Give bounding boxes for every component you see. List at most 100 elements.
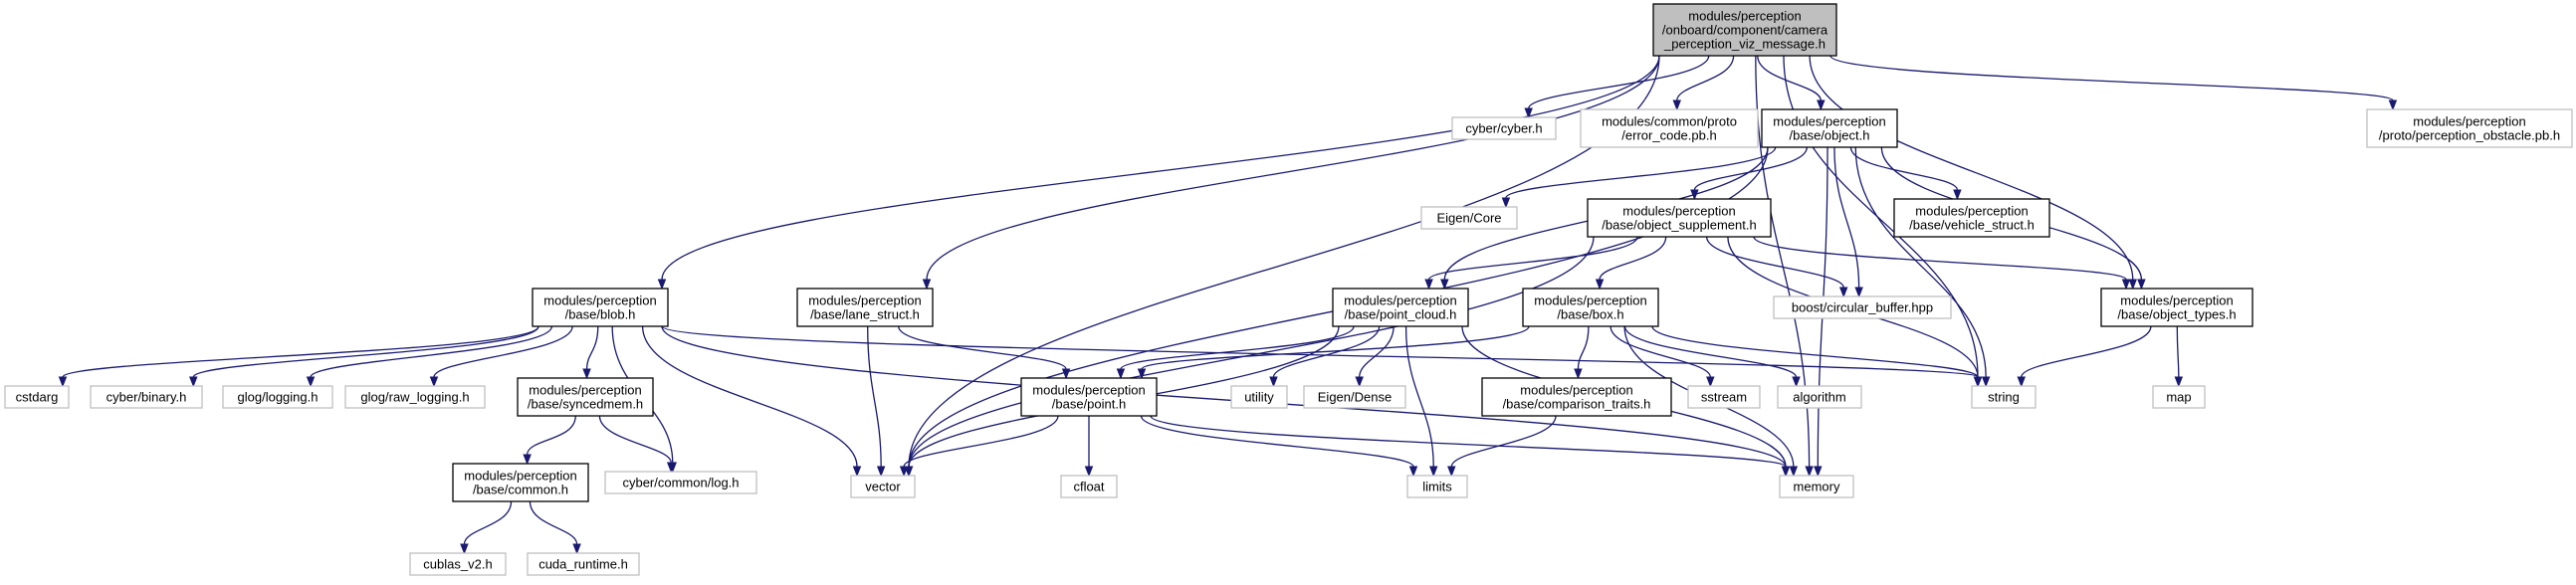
node-cstdarg: cstdarg	[4, 385, 70, 409]
node-label-line: modules/perception	[1773, 114, 1885, 129]
node-label-line: modules/perception	[1344, 293, 1456, 308]
edge-syncedmem-to-cyber-log	[598, 415, 676, 474]
edge-point-cloud-to-eigen-dense	[1355, 325, 1395, 388]
edge-line	[463, 500, 513, 545]
edge-point-cloud-to-limits	[1404, 325, 1438, 478]
edge-blob-h-to-glog-logging	[306, 325, 553, 388]
node-box	[1652, 3, 1837, 57]
edge-line	[903, 415, 1059, 468]
edge-arrowhead	[1061, 368, 1071, 380]
edge-object-supplement-to-box-h	[1595, 236, 1667, 291]
node-box	[1580, 108, 1759, 148]
node-object-types[interactable]: modules/perception/base/object_types.h	[2100, 288, 2254, 327]
node-label-line: modules/perception	[2120, 293, 2233, 308]
node-label-line: /base/syncedmem.h	[528, 397, 643, 412]
node-cyber-binary: cyber/binary.h	[90, 385, 203, 409]
edge-box-h-to-sstream	[1610, 325, 1715, 388]
node-root[interactable]: modules/perception/onboard/component/cam…	[1652, 3, 1837, 57]
node-box	[90, 385, 203, 409]
node-common-h[interactable]: modules/perception/base/common.h	[452, 463, 589, 502]
node-cuda-runtime: cuda_runtime.h	[527, 552, 640, 576]
node-label-line: /base/object_types.h	[2117, 307, 2236, 322]
node-object-h[interactable]: modules/perception/base/object.h	[1761, 108, 1898, 148]
node-label-line: /proto/perception_obstacle.pb.h	[2379, 128, 2560, 143]
edge-arrowhead	[572, 543, 581, 555]
edge-arrowhead	[1116, 368, 1126, 380]
edge-line	[585, 325, 599, 370]
edge-arrowhead	[899, 466, 909, 478]
edge-blob-h-to-syncedmem	[582, 325, 599, 380]
node-label-line: glog/logging.h	[238, 390, 319, 405]
edge-arrowhead	[1953, 189, 1962, 201]
node-vehicle-struct[interactable]: modules/perception/base/vehicle_struct.h	[1893, 198, 2050, 238]
edge-arrowhead	[2017, 376, 2026, 388]
edge-arrowhead	[1084, 466, 1094, 478]
edge-line	[1854, 146, 1987, 378]
edge-line	[1577, 325, 1590, 370]
node-point-h[interactable]: modules/perception/base/point.h	[1020, 377, 1158, 417]
node-utility: utility	[1230, 385, 1288, 409]
edge-arrowhead	[1854, 287, 1863, 298]
edge-arrowhead	[1981, 376, 1991, 388]
node-label-line: modules/perception	[464, 469, 576, 484]
edge-point-h-to-limits	[1140, 415, 1418, 478]
node-box	[2152, 385, 2206, 409]
edge-line	[1450, 415, 1557, 468]
node-label-line: sstream	[1701, 390, 1747, 405]
node-memory: memory	[1779, 475, 1854, 498]
node-syncedmem[interactable]: modules/perception/base/syncedmem.h	[517, 377, 654, 417]
edge-arrowhead	[189, 376, 198, 388]
node-comparison-traits[interactable]: modules/perception/base/comparison_trait…	[1481, 377, 1672, 417]
edge-line	[1141, 325, 1530, 370]
edge-arrowhead	[1805, 466, 1814, 478]
edge-lane-struct-to-point-h	[898, 325, 1071, 380]
node-box	[1773, 295, 1952, 319]
node-box	[1522, 288, 1659, 327]
node-box	[409, 552, 507, 576]
edge-line	[641, 325, 858, 468]
edge-line	[1809, 55, 2134, 281]
node-label-line: utility	[1244, 390, 1274, 405]
edge-arrowhead	[582, 368, 591, 380]
edge-root-to-object-h	[1757, 55, 1825, 111]
edge-syncedmem-to-common-h	[523, 415, 576, 466]
node-label-line: cstdarg	[16, 390, 59, 405]
edge-arrowhead	[876, 466, 886, 478]
edge-object-h-to-circular-buffer	[1833, 146, 1863, 298]
edge-line	[1705, 236, 1844, 289]
node-label-line: /base/blob.h	[565, 307, 636, 322]
node-label-line: vector	[865, 480, 901, 494]
node-point-cloud[interactable]: modules/perception/base/point_cloud.h	[1332, 288, 1469, 327]
node-object-supplement[interactable]: modules/perception/base/object_supplemen…	[1587, 198, 1772, 238]
node-label-line: /base/point.h	[1052, 397, 1126, 412]
edge-arrowhead	[1440, 279, 1449, 291]
edge-line	[192, 325, 539, 378]
node-vector: vector	[850, 475, 916, 498]
edge-line	[598, 415, 672, 464]
node-box-h[interactable]: modules/perception/base/box.h	[1522, 288, 1659, 327]
node-box	[1779, 475, 1854, 498]
node-blob-h[interactable]: modules/perception/base/blob.h	[532, 288, 669, 327]
edge-line	[1693, 146, 1808, 191]
edge-common-h-to-cuda-runtime	[529, 500, 581, 555]
node-box	[1420, 206, 1518, 230]
edge-line	[1528, 55, 1710, 109]
edge-blob-h-to-cstdarg	[58, 325, 539, 388]
node-sstream: sstream	[1687, 385, 1761, 409]
node-label-line: modules/perception	[529, 383, 641, 398]
edge-common-h-to-cublas	[460, 500, 513, 555]
node-label-line: Eigen/Dense	[1318, 390, 1392, 405]
edge-arrowhead	[666, 462, 676, 474]
node-box	[344, 385, 486, 409]
node-box	[1971, 385, 2037, 409]
node-box	[1230, 385, 1288, 409]
edge-root-to-blob-h	[657, 55, 1660, 291]
node-box	[1481, 377, 1672, 417]
edge-arrowhead	[1973, 376, 1983, 388]
edge-line	[2176, 325, 2180, 378]
edge-line	[1753, 236, 2127, 281]
edge-line	[1833, 146, 1860, 289]
node-lane-struct[interactable]: modules/perception/base/lane_struct.h	[796, 288, 934, 327]
edges-layer	[58, 55, 2398, 555]
node-box	[1060, 475, 1118, 498]
